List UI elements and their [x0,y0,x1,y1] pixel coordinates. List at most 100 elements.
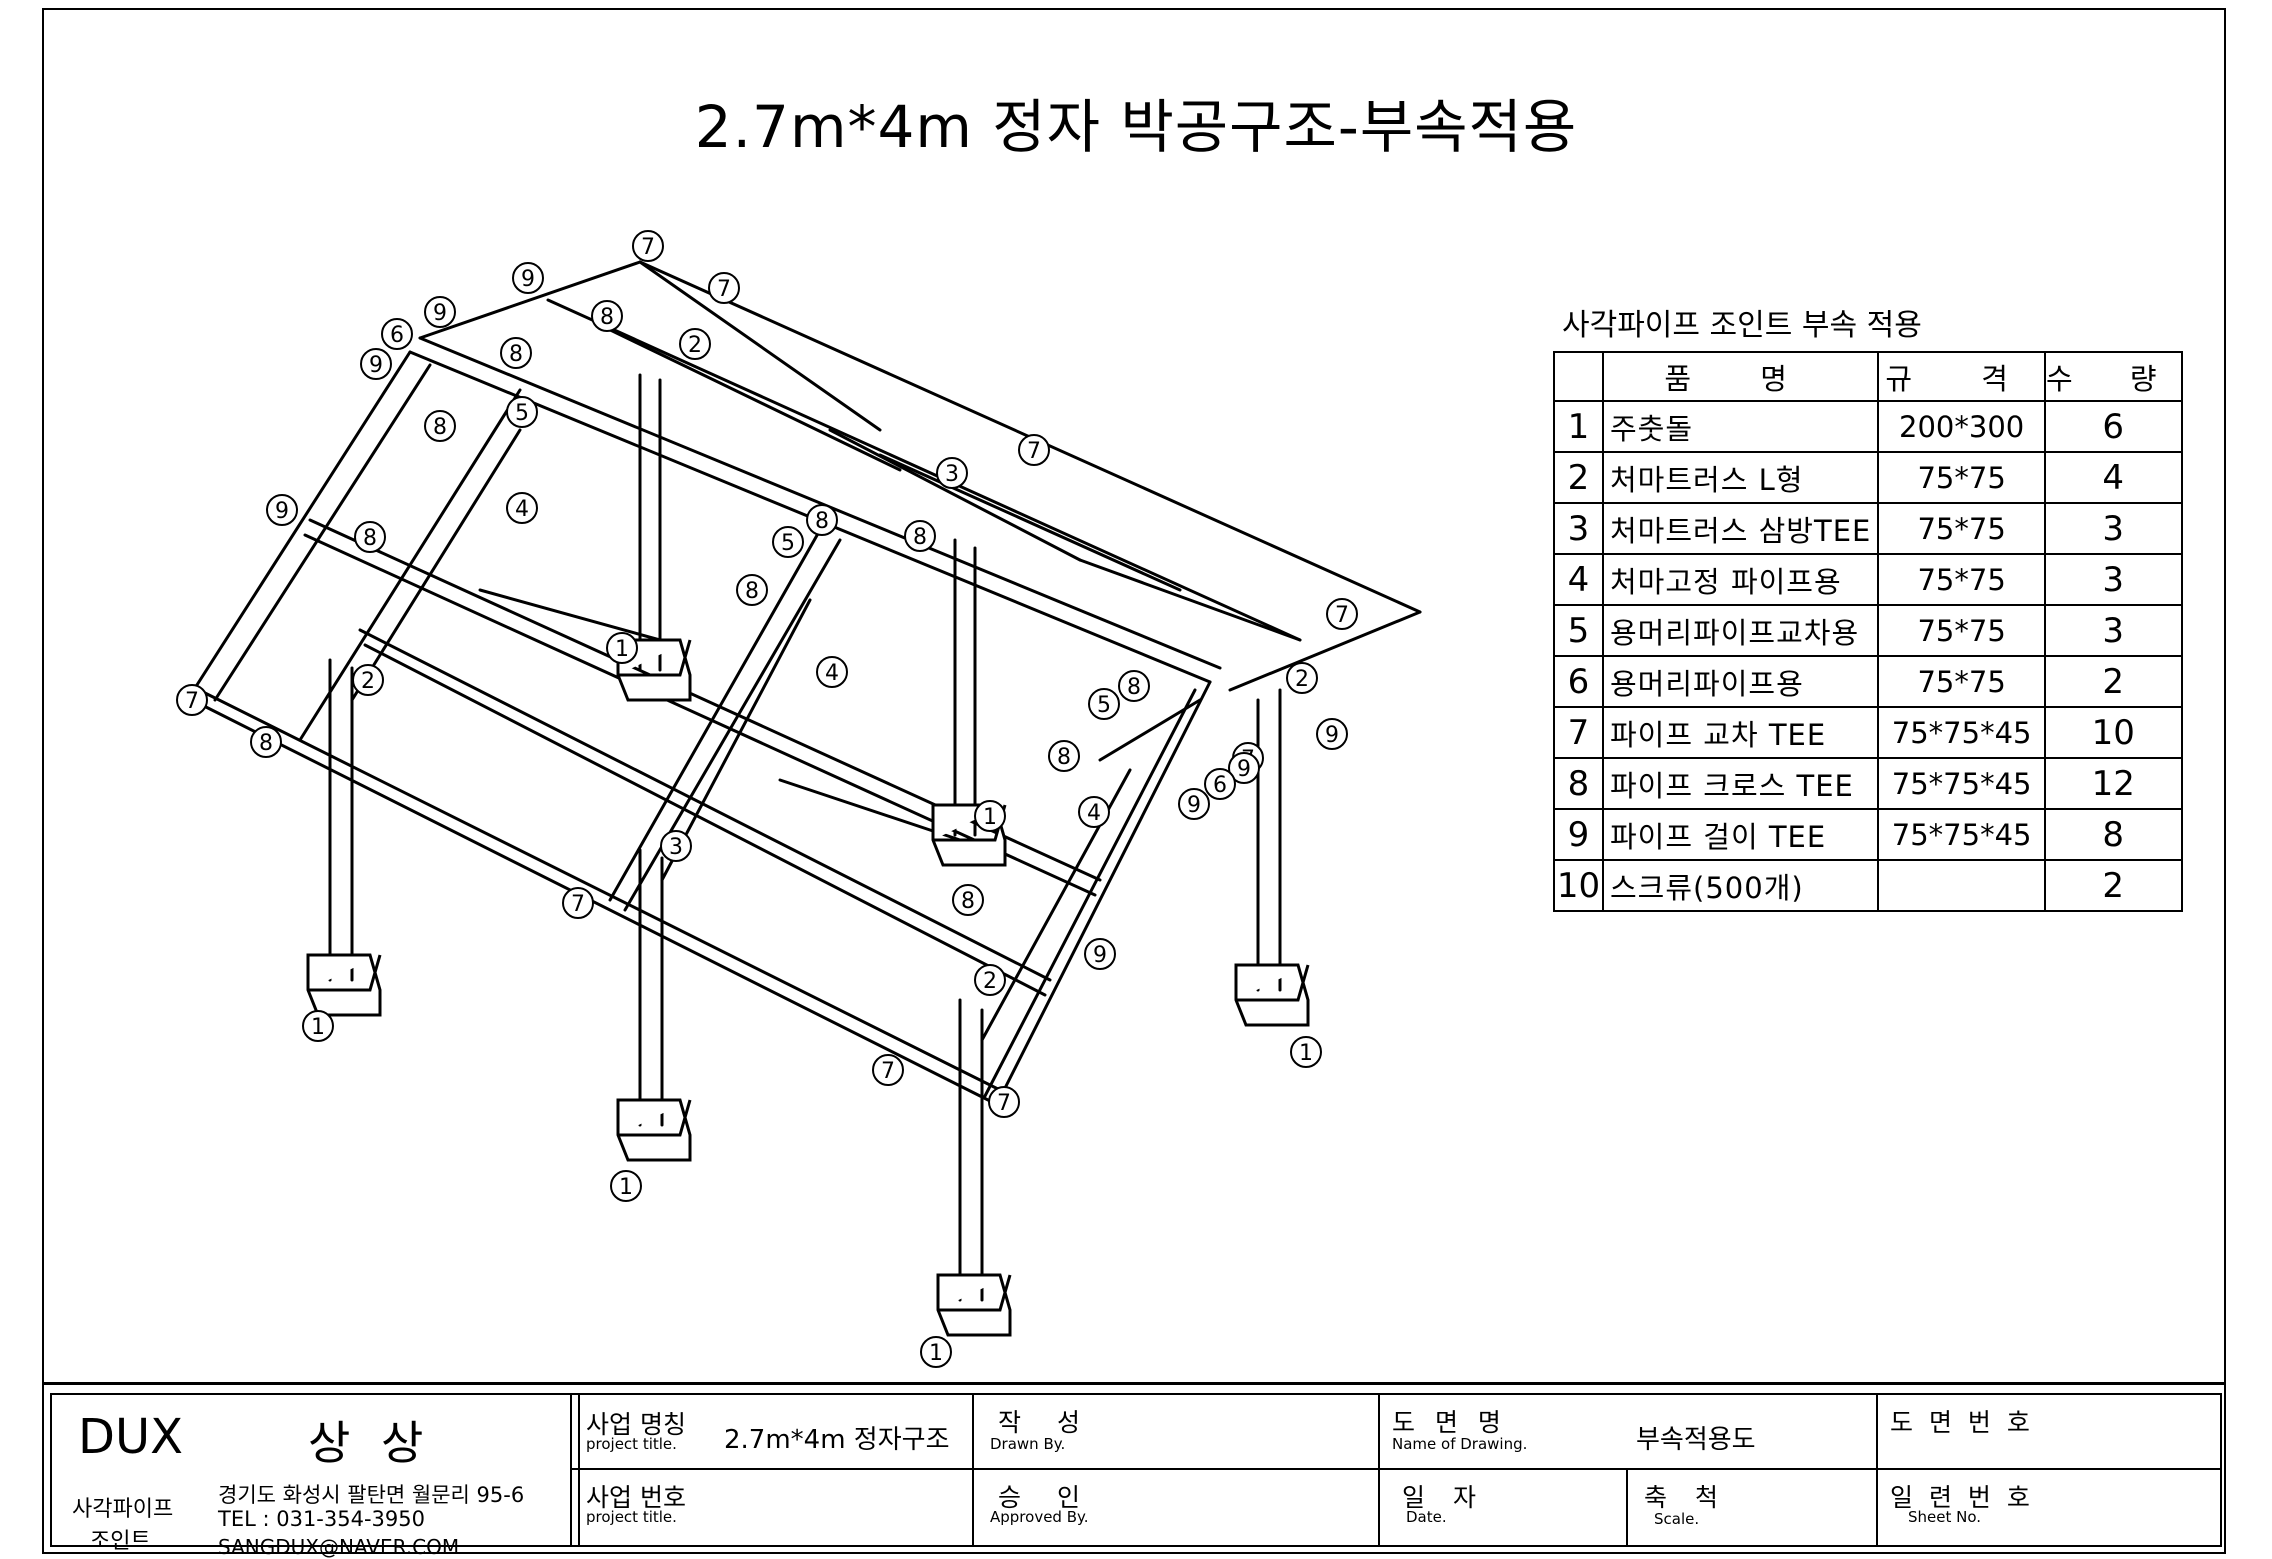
part-callout: 7 [176,684,208,716]
frame-member [598,323,902,472]
brand-line-1: 사각파이프 [72,1497,174,1522]
part-callout: 7 [988,1086,1020,1118]
part-callout: 7 [1326,598,1358,630]
company-name-korean: 상 상 [308,1416,432,1470]
part-callout-number: 9 [1093,943,1107,968]
parts-spec-cell: 75*75 [1877,655,2046,708]
part-callout-number: 8 [600,305,614,330]
frame-member [778,778,962,842]
part-callout-number: 3 [669,835,683,860]
parts-qty-cell: 8 [2043,808,2183,861]
parts-spec-cell: 75*75 [1877,553,2046,606]
parts-name-cell: 파이프 교차 TEE [1601,706,1880,759]
part-callout: 5 [1088,688,1120,720]
company-name: DUX [78,1409,183,1465]
part-callout: 7 [562,887,594,919]
scale-label: 축 척 [1644,1483,1728,1512]
parts-spec-cell: 75*75 [1877,604,2046,657]
part-callout-number: 7 [717,277,731,302]
part-callout-number: 8 [509,342,523,367]
sheet-number-sub: Sheet No. [1908,1508,1982,1526]
parts-spec-cell: 75*75*45 [1877,757,2046,810]
part-callout: 7 [632,230,664,262]
part-callout: 9 [266,494,298,526]
project-name-sub: project title. [586,1435,677,1453]
drawn-by-sub: Drawn By. [990,1435,1066,1453]
part-callout-number: 5 [515,401,529,426]
parts-no-cell: 7 [1553,706,1604,759]
part-callout-number: 2 [983,969,997,994]
parts-qty-cell: 4 [2043,451,2183,504]
parts-qty-cell: 2 [2043,655,2183,708]
project-no-cell: 사업 번호 project title. [570,1468,974,1547]
part-callout: 9 [512,262,544,294]
drawing-number-label: 도 면 번 호 [1890,1408,2034,1437]
parts-no-cell: 6 [1553,655,1604,708]
company-tel: TEL : 031-354-3950 [218,1507,425,1531]
brand-line-2: 조인트 [90,1529,151,1554]
part-callout: 8 [250,726,282,758]
part-callout-number: 1 [311,1015,325,1040]
part-callout-number: 7 [641,235,655,260]
frame-member [546,298,1302,642]
parts-spec-cell: 75*75 [1877,502,2046,555]
part-callout: 1 [974,800,1006,832]
part-callout-number: 9 [521,267,535,292]
scale-sub: Scale. [1654,1510,1700,1528]
part-callout-number: 2 [1295,667,1309,692]
part-callout: 5 [506,396,538,428]
sheet-number-cell: 일 련 번 호 Sheet No. [1876,1468,2222,1547]
parts-qty-cell: 2 [2043,859,2183,912]
part-callout: 4 [506,492,538,524]
part-callout-number: 1 [929,1341,943,1366]
parts-no-cell: 1 [1553,400,1604,453]
drawn-by-cell: 작 성 Drawn By. [972,1393,1380,1470]
scale-cell: 축 척 Scale. [1626,1468,1878,1547]
date-sub: Date. [1406,1508,1447,1526]
part-callout-number: 1 [619,1175,633,1200]
drawing-title: 2.7m*4m 정자 박공구조-부속적용 [694,93,1578,161]
frame-member [418,260,642,340]
title-block: DUX 상 상 사각파이프 조인트 경기도 화성시 팔탄면 월문리 95-6 T… [42,1382,2226,1559]
part-callout: 8 [1048,740,1080,772]
part-callout: 4 [816,656,848,688]
part-callout: 4 [1078,796,1110,828]
part-callout: 9 [1084,938,1116,970]
parts-qty-cell: 3 [2043,604,2183,657]
part-callout-number: 9 [433,301,447,326]
project-no-label: 사업 번호 [586,1483,686,1512]
part-callout: 9 [1316,718,1348,750]
part-callout-number: 8 [913,525,927,550]
frame-member [350,428,522,702]
project-name-cell: 사업 명칭 project title. 2.7m*4m 정자구조 [570,1393,974,1470]
part-callout: 8 [952,884,984,916]
part-callout-number: 8 [745,579,759,604]
parts-no-cell: 4 [1553,553,1604,606]
part-callout: 1 [302,1010,334,1042]
part-callout-number: 8 [961,889,975,914]
part-callout: 8 [500,337,532,369]
header-no [1553,351,1604,402]
frame-member [303,533,1097,897]
parts-no-cell: 2 [1553,451,1604,504]
drawing-name-cell: 도 면 명 Name of Drawing. 부속적용도 [1378,1393,1878,1470]
footing-stone [1234,963,1310,1027]
part-callout: 1 [1290,1036,1322,1068]
part-callout-number: 8 [363,526,377,551]
part-callout-number: 7 [185,689,199,714]
parts-list-header: 품 명 규 격 수 량 [1553,351,2183,402]
parts-name-cell: 처마트러스 삼방TEE [1601,502,1880,555]
approved-by-sub: Approved By. [990,1508,1089,1526]
part-callout: 7 [708,272,740,304]
part-callout: 8 [591,300,623,332]
approved-by-label: 승 인 [998,1483,1094,1512]
frame-member [608,528,822,902]
frame-member [478,588,662,642]
parts-name-cell: 처마고정 파이프용 [1601,553,1880,606]
